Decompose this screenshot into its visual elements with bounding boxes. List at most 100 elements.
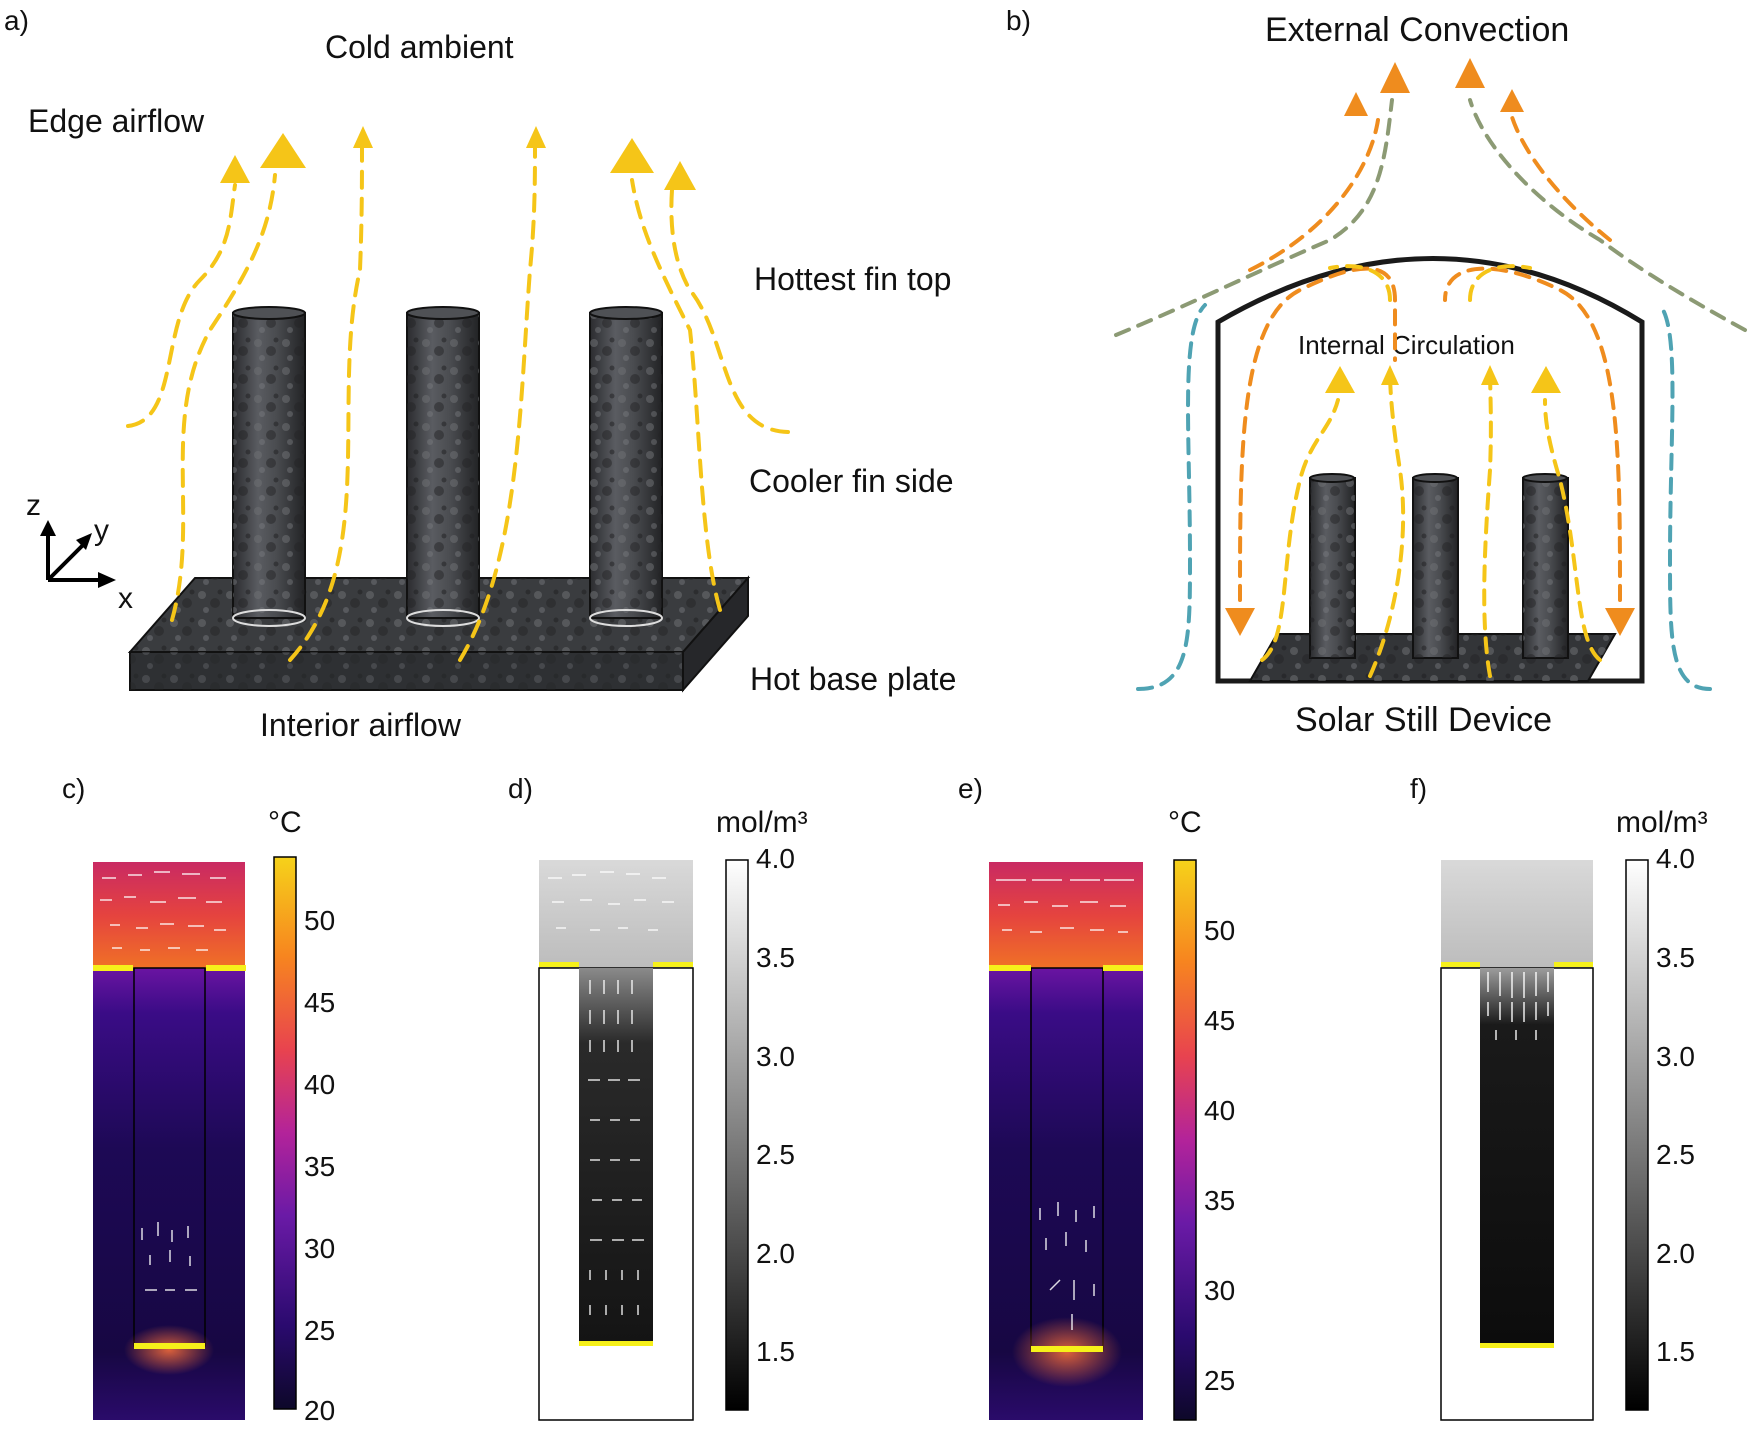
arrowhead-3 — [353, 126, 373, 148]
concentration-field-upper — [539, 860, 693, 968]
label-cold-ambient: Cold ambient — [325, 29, 514, 65]
arrowhead-6 — [664, 161, 696, 190]
colorbar-e — [1173, 859, 1197, 1421]
axis-y-label: y — [94, 514, 109, 547]
tick-e-3: 35 — [1204, 1185, 1235, 1216]
axis-x-label: x — [118, 582, 133, 615]
colorbar-c-ticks: 50 45 40 35 30 25 20 — [304, 905, 335, 1426]
heater-line-right — [206, 965, 246, 971]
tick-e-2: 40 — [1204, 1095, 1235, 1126]
fin-left — [232, 306, 306, 627]
axes-triad: z y x — [26, 489, 133, 615]
colorbar-d-ticks: 4.0 3.5 3.0 2.5 2.0 1.5 — [756, 843, 795, 1367]
label-solar-still-device: Solar Still Device — [1295, 701, 1552, 739]
concentration-field-upper-f — [1441, 860, 1593, 968]
tick-d-3: 2.5 — [756, 1139, 795, 1170]
tick-d-1: 3.5 — [756, 942, 795, 973]
airflow-arrowheads-a — [220, 126, 696, 190]
temperature-field-upper-e — [989, 862, 1143, 968]
colorbar-f-ticks: 4.0 3.5 3.0 2.5 2.0 1.5 — [1656, 843, 1695, 1367]
device-fins — [1309, 473, 1569, 659]
edge-airflow-right-outer — [669, 188, 790, 434]
panel-f: f) mol/m³ 4.0 3.5 3.0 2.5 2.0 1.5 — [1410, 773, 1708, 1421]
label-external-convection: External Convection — [1265, 11, 1569, 49]
arrowhead-5 — [610, 138, 654, 173]
tick-f-5: 1.5 — [1656, 1336, 1695, 1367]
label-edge-airflow: Edge airflow — [28, 103, 205, 139]
panel-b: b) External Convection Internal Circulat… — [1006, 5, 1747, 739]
colorbar-e-unit: °C — [1168, 806, 1202, 839]
panel-c-label: c) — [62, 773, 85, 804]
colorbar-c-unit: °C — [268, 806, 302, 839]
panel-b-label: b) — [1006, 5, 1031, 36]
tick-c-4: 30 — [304, 1233, 335, 1264]
tick-c-5: 25 — [304, 1315, 335, 1346]
heater-line-left — [93, 965, 133, 971]
tick-c-3: 35 — [304, 1151, 335, 1182]
panel-a-label: a) — [4, 5, 29, 36]
panel-f-label: f) — [1410, 773, 1427, 804]
tick-f-0: 4.0 — [1656, 843, 1695, 874]
colorbar-e-ticks: 50 45 40 35 30 25 — [1204, 915, 1235, 1396]
heater-line-bottom — [134, 1343, 205, 1349]
tick-f-4: 2.0 — [1656, 1238, 1695, 1269]
internal-circulation-paths — [1238, 264, 1622, 678]
heater-line-d-left — [539, 962, 579, 967]
label-cooler-fin-side: Cooler fin side — [749, 463, 954, 499]
fin-middle — [406, 306, 480, 627]
heater-line-f-bottom — [1480, 1343, 1554, 1348]
velocity-arrows-d — [548, 871, 674, 1315]
heater-line-d-bottom — [579, 1341, 653, 1346]
heater-line-f-right — [1554, 962, 1593, 967]
velocity-arrows-c — [100, 871, 226, 1291]
tick-d-0: 4.0 — [756, 843, 795, 874]
external-convection-paths — [1114, 98, 1747, 691]
velocity-arrows-f — [1487, 972, 1549, 1040]
colorbar-f — [1625, 859, 1649, 1411]
tick-c-0: 50 — [304, 905, 335, 936]
interior-airflow-2 — [458, 138, 537, 662]
tick-e-5: 25 — [1204, 1365, 1235, 1396]
airflow-paths-a — [126, 138, 790, 662]
label-hot-base-plate: Hot base plate — [750, 661, 956, 697]
tick-e-0: 50 — [1204, 915, 1235, 946]
velocity-arrows-e — [996, 879, 1134, 1330]
tick-f-3: 2.5 — [1656, 1139, 1695, 1170]
arrowhead-4 — [526, 126, 546, 148]
tick-d-2: 3.0 — [756, 1041, 795, 1072]
tick-e-4: 30 — [1204, 1275, 1235, 1306]
tick-d-5: 1.5 — [756, 1336, 795, 1367]
arrowhead-2 — [260, 133, 306, 168]
colorbar-f-unit: mol/m³ — [1616, 806, 1708, 839]
internal-circulation-arrowheads — [1225, 365, 1635, 636]
label-hottest-fin-top: Hottest fin top — [754, 261, 951, 297]
heater-line-e-bottom — [1031, 1346, 1103, 1352]
tick-f-1: 3.5 — [1656, 942, 1695, 973]
tick-c-2: 40 — [304, 1069, 335, 1100]
tick-f-2: 3.0 — [1656, 1041, 1695, 1072]
edge-airflow-right-inner — [630, 178, 722, 612]
concentration-slot-f — [1480, 968, 1554, 1346]
panel-c: c) °C 50 45 40 35 30 25 20 — [62, 773, 335, 1426]
label-interior-airflow: Interior airflow — [260, 707, 462, 743]
external-convection-arrowheads — [1344, 58, 1524, 116]
colorbar-d-unit: mol/m³ — [716, 806, 808, 839]
heater-line-f-left — [1441, 962, 1480, 967]
tick-c-6: 20 — [304, 1395, 335, 1426]
colorbar-c — [273, 856, 297, 1410]
panel-e: e) °C 50 45 40 35 30 25 — [958, 773, 1235, 1421]
panel-d: d) mol/m³ 4.0 3.5 3.0 2.5 2.0 1.5 — [508, 773, 808, 1421]
panel-d-label: d) — [508, 773, 533, 804]
colorbar-d — [725, 859, 749, 1411]
fin-right — [589, 306, 663, 627]
edge-airflow-left-inner — [170, 173, 277, 622]
heater-line-e-right — [1103, 965, 1143, 971]
panel-a: a) Cold ambient Edge airflow Hottest fin… — [4, 5, 956, 743]
device-enclosure — [1215, 256, 1645, 684]
tick-e-1: 45 — [1204, 1005, 1235, 1036]
interior-airflow-1 — [288, 138, 364, 662]
label-internal-circulation: Internal Circulation — [1298, 330, 1515, 360]
edge-airflow-left-outer — [126, 183, 237, 428]
panel-e-label: e) — [958, 773, 983, 804]
